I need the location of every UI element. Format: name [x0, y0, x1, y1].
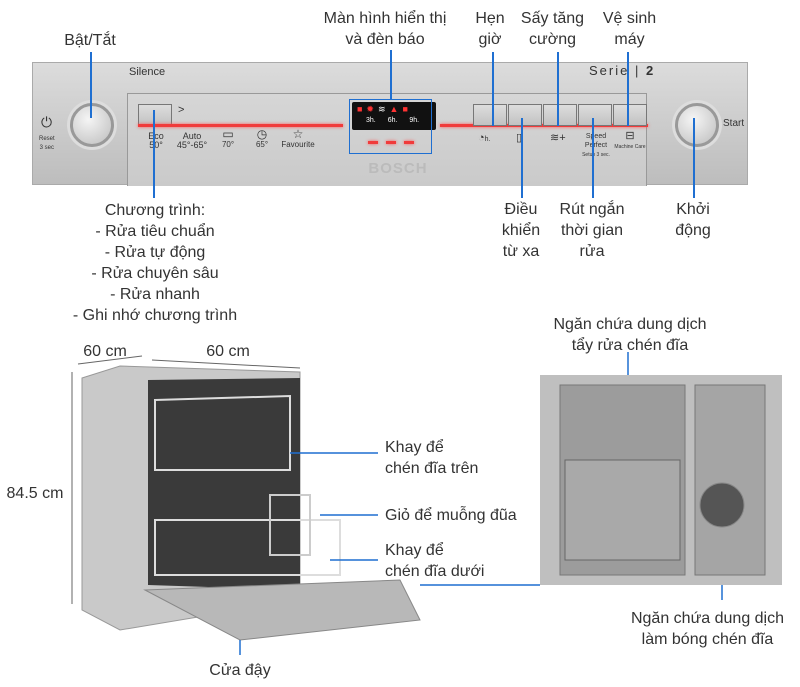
programs-title: Chương trình: — [104, 202, 206, 219]
start-text: Start — [723, 118, 745, 129]
start-button[interactable] — [675, 103, 719, 147]
clock-icon: ◔h. — [478, 132, 491, 144]
rinse-aid-label: Ngăn chứa dung dịch làm bóng chén đĩa — [630, 610, 785, 648]
lower-rack — [154, 519, 341, 576]
speed-label: Rút ngắn thời gian rửa — [559, 201, 625, 260]
remote-button[interactable] — [508, 104, 542, 126]
width-label: 60 cm — [206, 343, 250, 360]
program-led-bar — [138, 124, 343, 127]
star-icon: ☆ — [292, 127, 304, 141]
upper-rack — [154, 394, 291, 471]
program-favourite[interactable]: ☆Favourite — [281, 127, 315, 149]
start-label: Khởi động — [675, 201, 711, 239]
upper-rack-label: Khay để chén đĩa trên — [385, 439, 479, 477]
display-label: Màn hình hiển thị và đèn báo — [323, 10, 447, 48]
program-item: - Rửa chuyên sâu — [91, 265, 219, 282]
machine-care-text: ⊟Machine Care — [614, 130, 646, 151]
speed-perfect-button[interactable] — [578, 104, 612, 126]
indicator-led — [386, 141, 396, 144]
program-intensive[interactable]: ▭70° — [221, 127, 235, 149]
programs-list: Chương trình: - Rửa tiêu chuẩn - Rửa tự độ… — [50, 200, 260, 326]
extra-dry-label: Sấy tăng cường — [520, 10, 585, 48]
indicator-led — [404, 141, 414, 144]
timer-label: Hẹn giờ — [475, 10, 505, 48]
tub-interior — [148, 378, 300, 590]
machine-care-button[interactable] — [613, 104, 647, 126]
detergent-label: Ngăn chứa dung dịch tẩy rửa chén đĩa — [553, 316, 707, 354]
dry-icon: ≋+ — [550, 132, 566, 144]
power-label: Bật/Tắt — [64, 32, 116, 49]
cutlery-label: Giỏ để muỗng đũa — [385, 507, 517, 524]
serie-text: Serie | 2 — [589, 63, 656, 78]
detergent-lid — [564, 459, 681, 561]
depth-label: 60 cm — [83, 343, 127, 360]
program-item: - Rửa tiêu chuẩn — [95, 223, 215, 240]
door-label: Cửa đậy — [209, 662, 271, 679]
cutlery-basket — [269, 494, 311, 556]
power-icon: ⏻ — [41, 114, 53, 130]
remote-label: Điều khiển từ xa — [501, 201, 541, 260]
display-screen: ■✹≋▲■ 3h. 6h. 9h. — [352, 102, 436, 130]
height-label: 84.5 cm — [6, 485, 64, 502]
power-button[interactable] — [70, 103, 114, 147]
status-icons: ■✹≋▲■ — [357, 104, 412, 114]
timer-button[interactable] — [473, 104, 507, 126]
extra-dry-button[interactable] — [543, 104, 577, 126]
bosch-logo: BOSCH — [368, 160, 428, 177]
program-item: - Ghi nhớ chương trình — [72, 307, 238, 324]
silence-text: Silence — [129, 66, 166, 78]
arrow-text: > — [178, 104, 185, 116]
reset-text: Reset 3 sec — [39, 136, 55, 151]
rinse-aid-cap — [699, 482, 745, 528]
machine-care-label: Vệ sinh máy — [602, 10, 657, 48]
program-item: - Rửa nhanh — [110, 286, 200, 303]
machine-care-icon: ⊟ — [625, 130, 635, 142]
program-item: - Rửa tự động — [104, 244, 206, 261]
depth-arrow — [77, 355, 143, 365]
width-arrow — [151, 359, 301, 369]
indicator-led — [368, 141, 378, 144]
remote-icon: ▯ — [516, 132, 523, 144]
stopwatch-icon: ◷ — [256, 127, 268, 141]
program-quick[interactable]: ◷65° — [255, 127, 269, 149]
rinse-aid-compartment — [694, 384, 766, 576]
open-door — [143, 579, 421, 641]
lower-rack-label: Khay để chén đĩa dưới — [385, 542, 485, 580]
pot-icon: ▭ — [222, 127, 234, 141]
